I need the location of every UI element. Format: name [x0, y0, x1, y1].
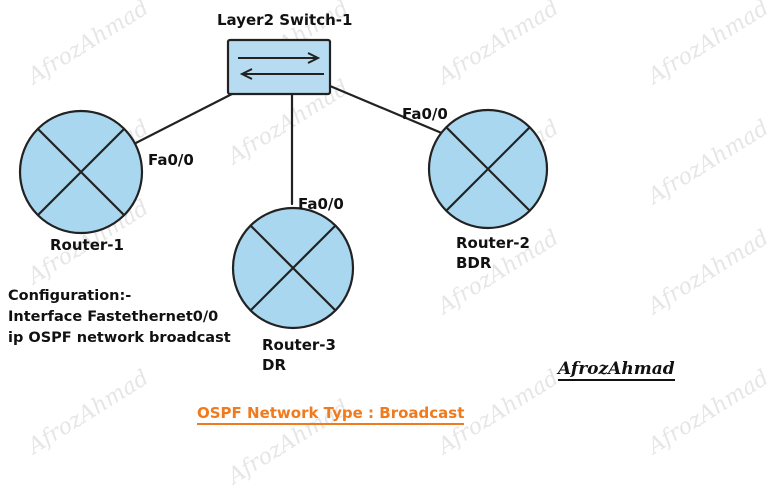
- router-1-icon: [18, 109, 144, 235]
- router-3-icon: [231, 206, 355, 330]
- configuration-line-2: ip OSPF network broadcast: [8, 330, 231, 346]
- configuration-heading: Configuration:-: [8, 288, 132, 304]
- router-3-interface-label: Fa0/0: [298, 195, 344, 213]
- router-1-interface-label: Fa0/0: [148, 151, 194, 169]
- router-3-name: Router-3: [262, 336, 336, 354]
- router-1-name: Router-1: [50, 236, 124, 254]
- switch-label: Layer2 Switch-1: [217, 11, 353, 29]
- router-2-name: Router-2: [456, 234, 530, 252]
- router-2-role: BDR: [456, 254, 492, 272]
- diagram-title: OSPF Network Type : Broadcast: [197, 404, 465, 425]
- configuration-line-1: Interface Fastethernet0/0: [8, 309, 219, 325]
- link-router1-switch: [120, 92, 234, 152]
- router-2-interface-label: Fa0/0: [402, 105, 448, 123]
- configuration-block: Configuration:- Interface Fastethernet0/…: [8, 286, 231, 349]
- router-2-icon: [427, 108, 549, 230]
- router-3-role: DR: [262, 356, 287, 374]
- link-router2-switch: [328, 84, 446, 136]
- author-signature: AfrozAhmad: [558, 359, 675, 381]
- switch-icon: [226, 38, 332, 96]
